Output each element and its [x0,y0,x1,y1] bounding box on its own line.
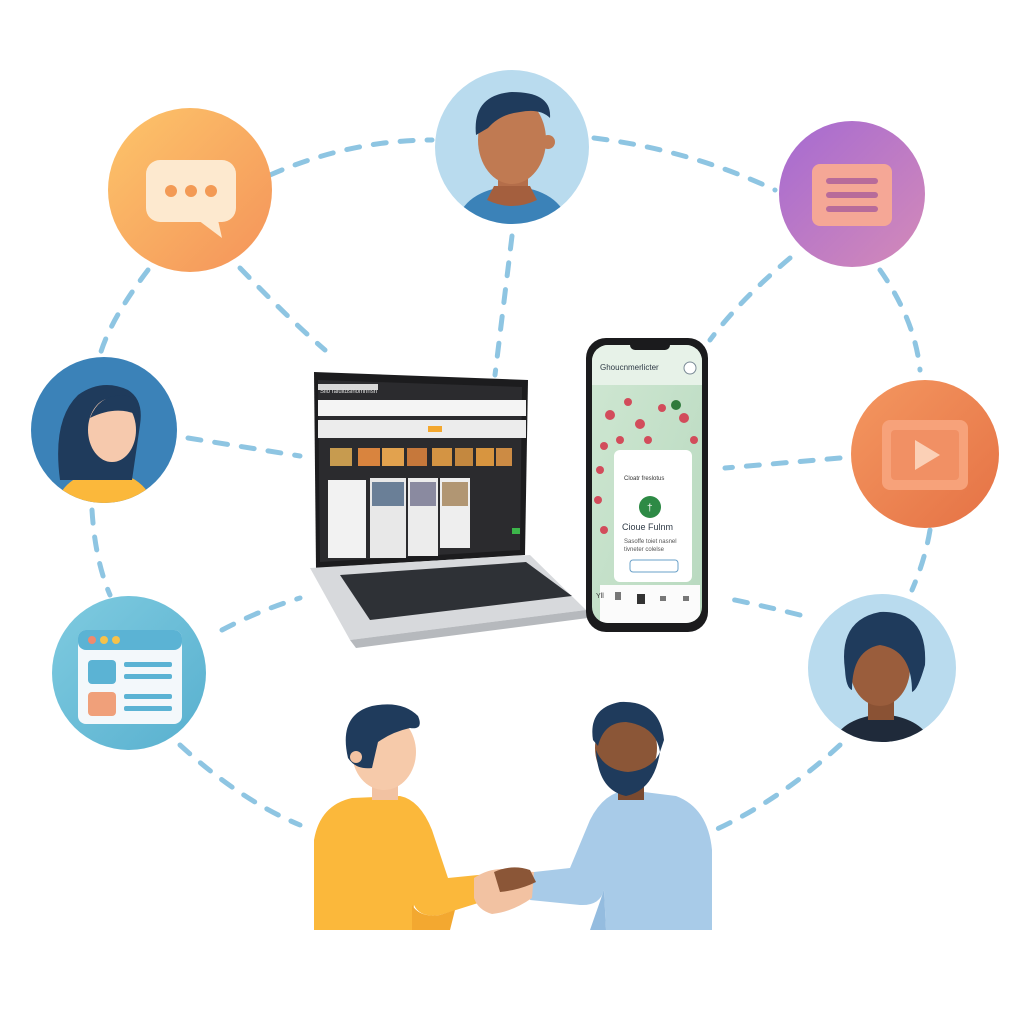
connector-right-to-people [712,742,843,833]
handshake-hands [474,867,536,914]
connector-top-to-doc [591,135,778,193]
laptop-screen-title-bar [318,384,378,390]
handshake-people [314,701,712,930]
document-node [779,121,925,267]
avatar-left [31,357,177,503]
phone-profile-icon[interactable] [683,361,697,375]
card-subtitle: Cloatr freslotus [624,476,664,482]
person-blue-shirt [530,701,712,930]
connector-right-to-phone [722,595,803,618]
video-play-icon [882,420,968,490]
svg-text:†: † [647,503,653,514]
connector-video-to-right [909,527,933,593]
tab-icon-1[interactable] [615,592,621,600]
card-action-button[interactable] [629,559,679,573]
connector-doc-to-phone [707,255,793,343]
connector-lines [89,135,933,833]
chat-node [108,108,272,272]
tab-icon-3[interactable] [660,596,666,601]
connector-chat-to-left [97,267,151,358]
connector-browser-to-people [177,742,303,828]
tab-icon-4[interactable] [683,596,689,601]
phone-tab-bar: Yll [596,592,689,604]
place-pin-icon [639,496,661,518]
tab-label: Yll [596,593,604,600]
connector-left-to-laptop [185,435,303,459]
avatar-right [808,594,956,742]
laptop-screen-title: Silo raiuitdsihomnnsh [320,389,377,395]
document-lines-icon [812,164,892,226]
connector-browser-to-laptop [219,595,303,633]
laptop-cards-row [328,478,470,558]
browser-window-icon [78,630,182,724]
video-node [851,380,999,528]
smartphone: Ghoucnmerlicter Cloatr freslotus † Cioue… [586,338,708,632]
chat-bubble-icon [146,160,236,238]
tab-icon-2[interactable] [637,594,645,604]
connector-chat-to-top [267,137,435,178]
map-markers [594,398,698,534]
connector-left-to-browser [89,507,113,598]
connector-video-to-phone [722,455,843,471]
laptop: Silo raiuitdsihomnnsh [310,372,588,648]
card-desc-2: tivneter colelse [624,547,665,553]
connector-chat-to-laptop [237,265,328,353]
card-name: Cioue Fulnm [622,522,673,532]
card-desc-1: Sasoffe toiet nasnel [624,539,677,545]
connector-doc-to-video [877,267,923,373]
connector-top-to-laptop [492,233,515,378]
avatar-top [435,70,589,224]
laptop-thumbnail-row [330,448,512,466]
phone-place-card: Cloatr freslotus † Cioue Fulnm Sasoffe t… [614,450,692,582]
browser-node [52,596,206,750]
person-yellow-shirt [314,704,494,930]
phone-screen-title: Ghoucnmerlicter [600,363,659,372]
